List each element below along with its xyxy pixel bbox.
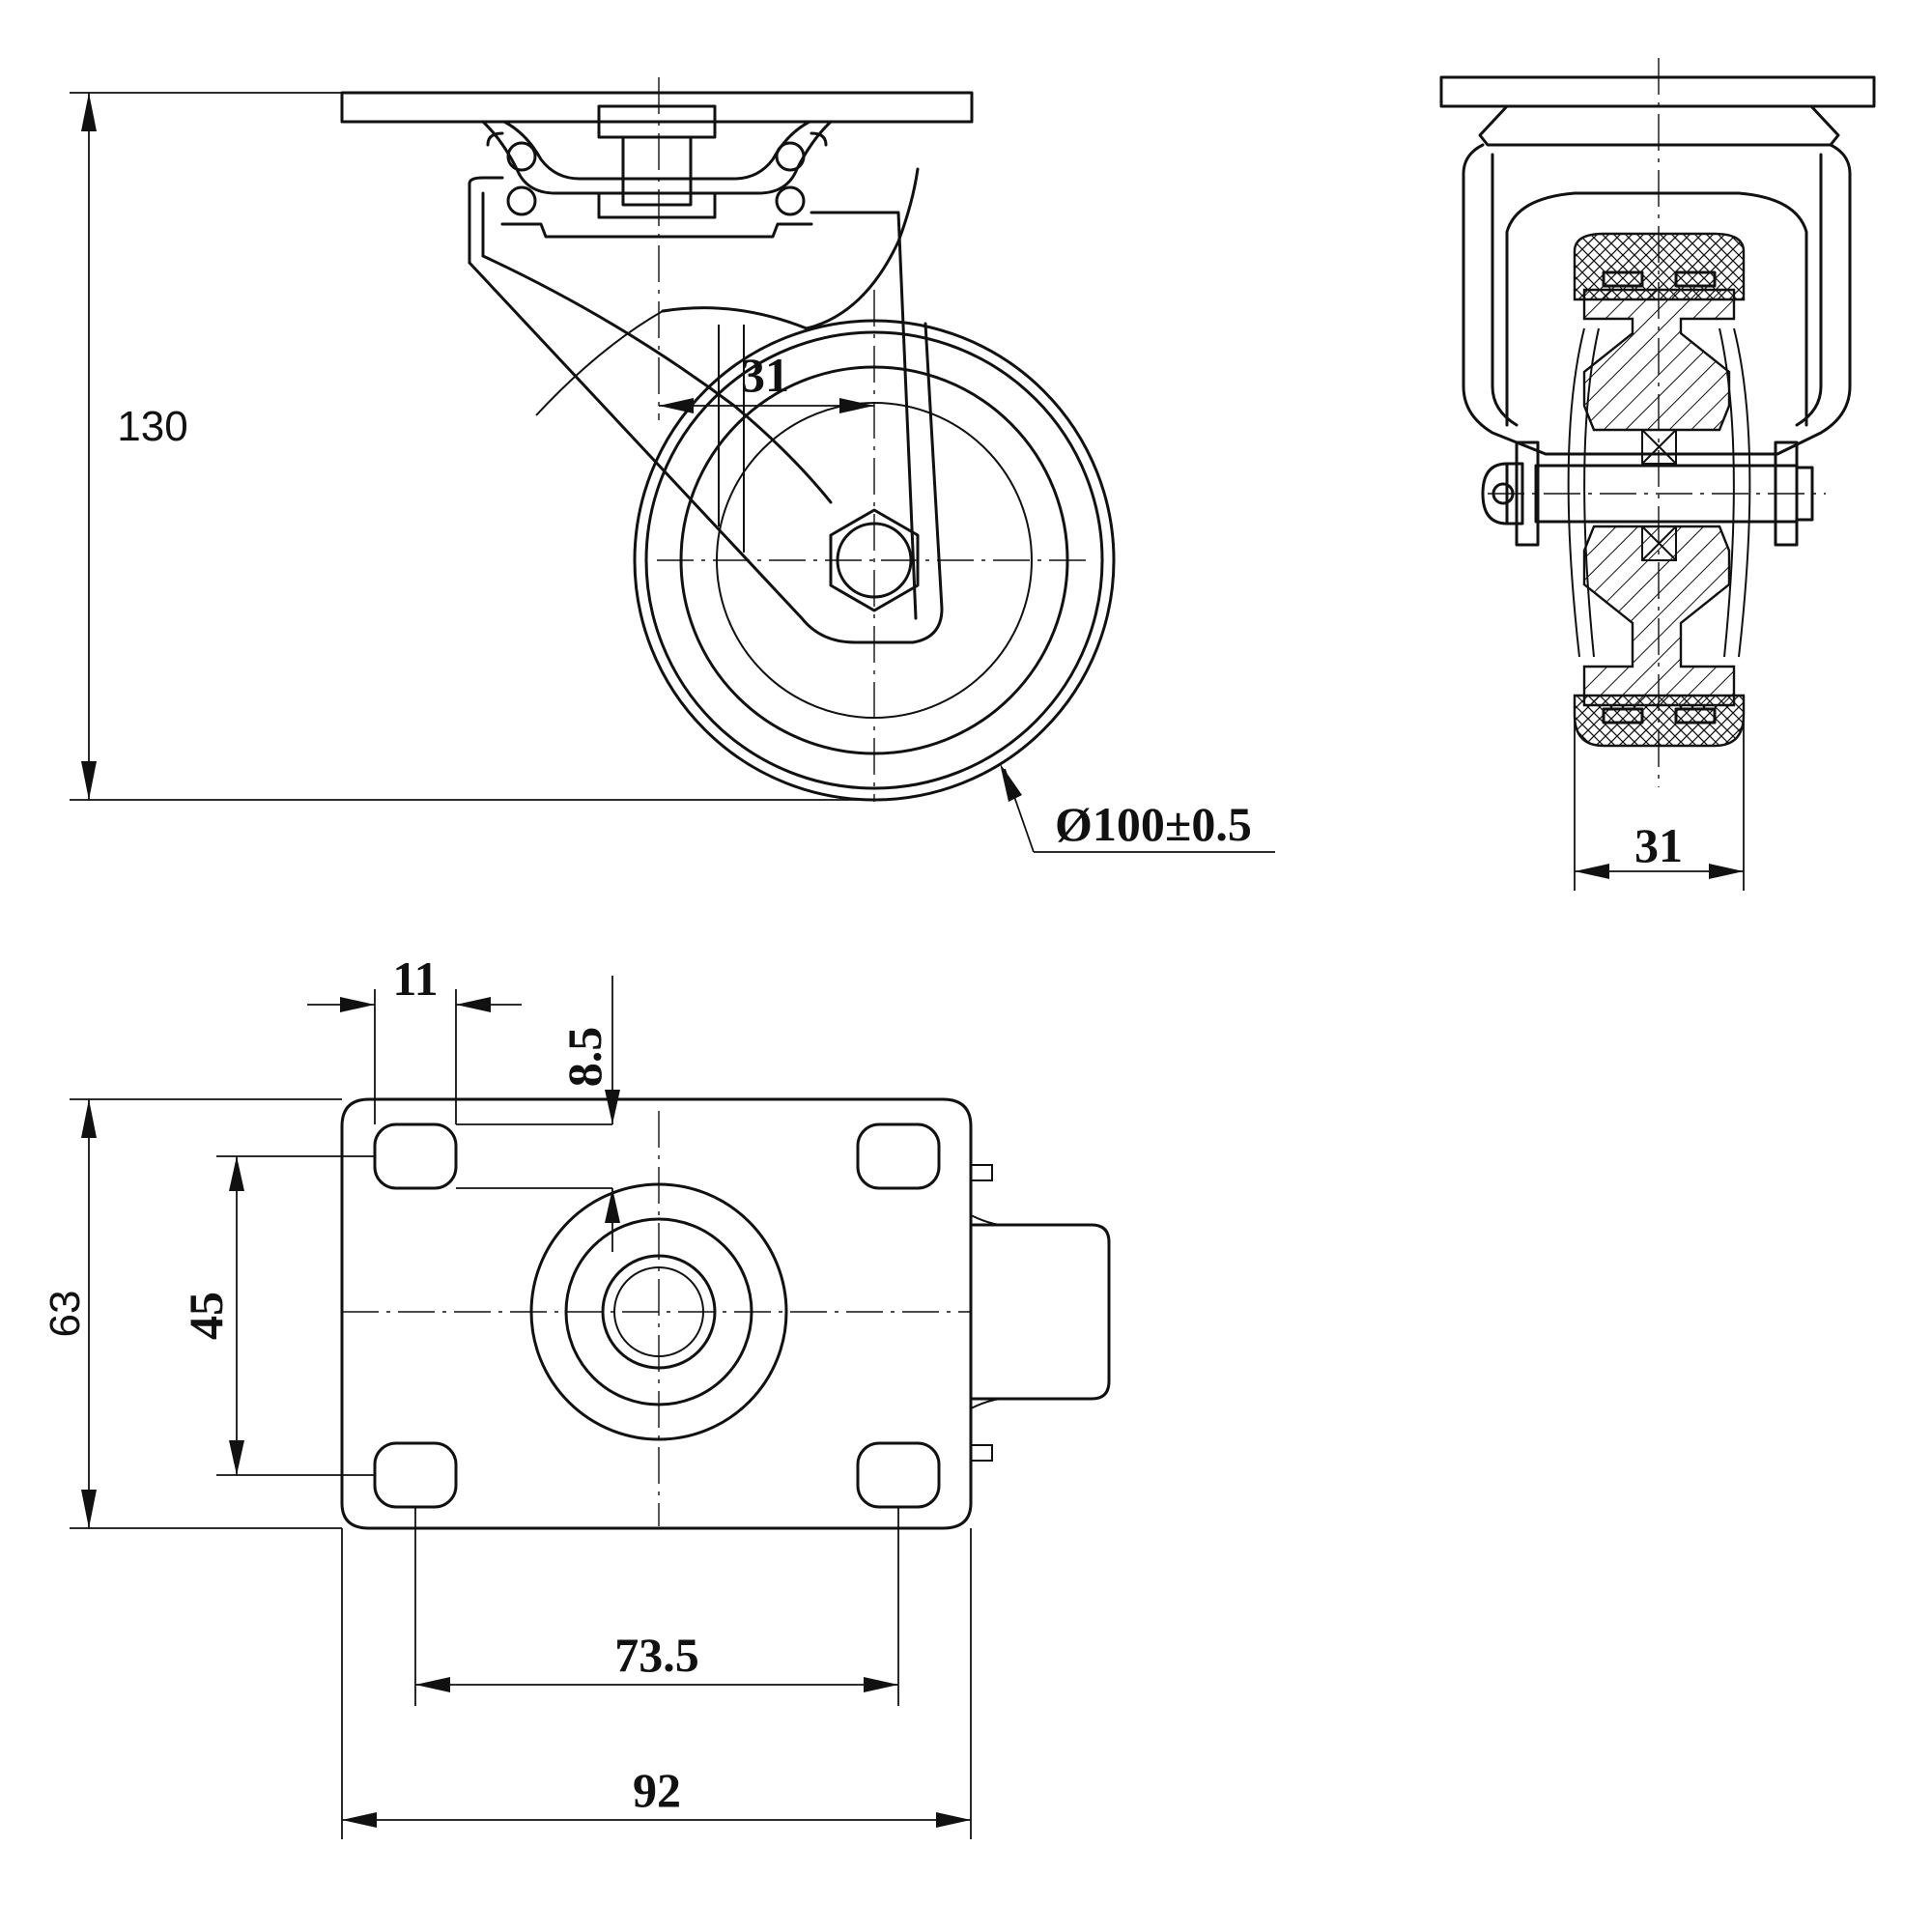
side-view: 130 31 Ø100±0.5 [70, 77, 1275, 853]
bolt-spacing-short-label: 45 [179, 1292, 233, 1340]
dimension-bolt-edge-offset: 8.5 [456, 976, 620, 1252]
bolt-hole-width-label: 11 [392, 952, 438, 1006]
wheel-projection [969, 1164, 1111, 1462]
bolt-holes [373, 1122, 941, 1509]
dimension-plate-width: 63 [42, 1098, 342, 1529]
dimension-overall-height: 130 [70, 92, 874, 801]
bolt-spacing-long-label: 73.5 [614, 1628, 699, 1682]
dimension-wheel-diameter: Ø100±0.5 [1000, 763, 1275, 853]
dimension-bolt-spacing-short: 45 [179, 1155, 375, 1476]
plate-length-label: 92 [633, 1763, 681, 1817]
dimension-plate-length: 92 [341, 1528, 972, 1839]
plate-width-label: 63 [42, 1291, 89, 1338]
dimension-bolt-hole-width: 11 [307, 952, 522, 1124]
dimension-swivel-offset: 31 [659, 348, 874, 413]
bolt-edge-offset-label: 8.5 [557, 1027, 611, 1088]
wheel-width-label: 31 [1634, 818, 1683, 872]
swivel-offset-label: 31 [741, 348, 789, 402]
top-plate [340, 91, 974, 124]
front-fork [1462, 143, 1852, 658]
front-top-plate [1439, 75, 1876, 108]
mounting-plate [340, 1097, 973, 1530]
plate-view: 11 8.5 63 45 [42, 952, 1111, 1839]
dimension-wheel-width: 31 [1574, 715, 1745, 891]
overall-height-label: 130 [117, 403, 187, 450]
dimension-bolt-spacing-long: 73.5 [414, 1507, 899, 1706]
wheel-diameter-label: Ø100±0.5 [1055, 797, 1252, 851]
front-section-view: 31 [1439, 58, 1876, 891]
ball-bearings [486, 131, 828, 239]
